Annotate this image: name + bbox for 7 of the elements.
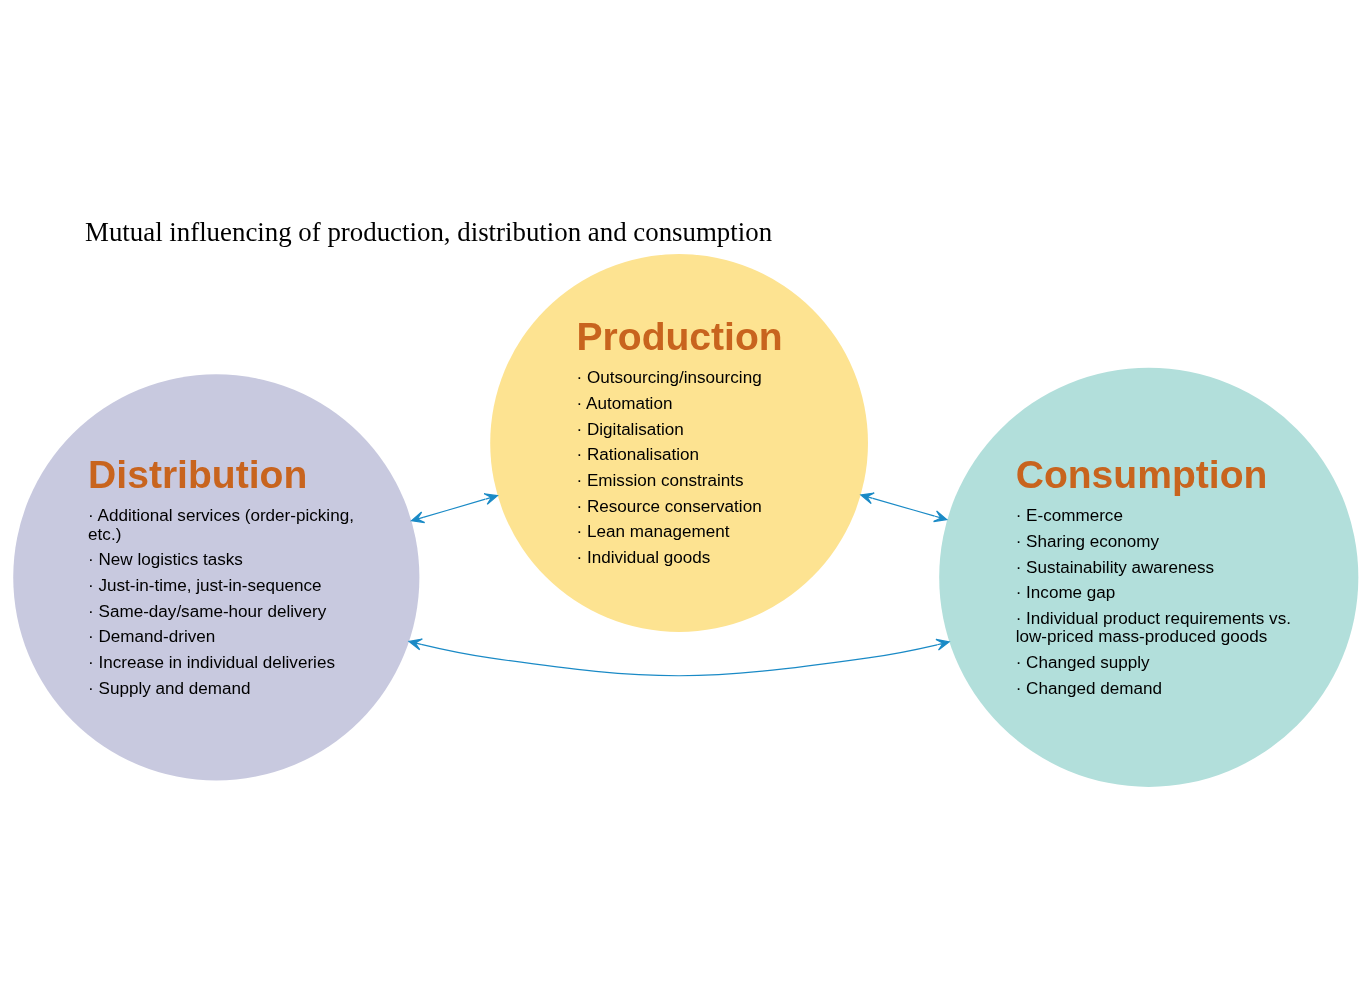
arrow <box>410 493 499 524</box>
arrow <box>408 638 950 677</box>
node-circle: Consumption · E-commerce · Sharing economy · Sustainability awareness · Income gap · Individual product requirements vs. low-priced mass-produced goods · Changed supply · Changed demand <box>939 367 1359 787</box>
diagram-title: Mutual influencing of production, distribution and consumption <box>85 217 773 248</box>
arrow <box>860 492 948 523</box>
node-circle: Production · Outsourcing/insourcing · Automation · Digitalisation · Rationalisation · Emission constraints · Resource conservation · Lean management · Individual goods <box>490 254 868 632</box>
node-circle: Distribution · Additional services (order-picking, etc.) · New logistics tasks · Just-in-time, just-in-sequence · Same-day/same-hour delivery · Demand-driven · Increase in individual deliveries · Supply and demand <box>13 374 420 781</box>
